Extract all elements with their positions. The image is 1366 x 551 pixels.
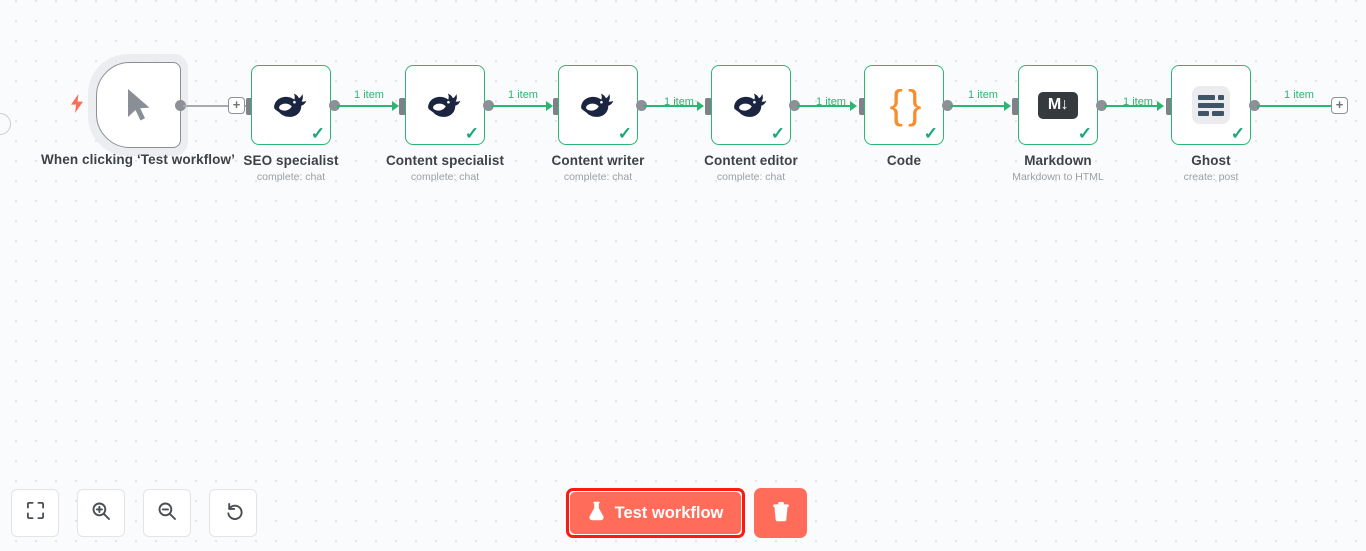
code-braces-icon: { } — [889, 83, 922, 127]
ghost-post-icon — [1188, 82, 1234, 128]
trigger-caption: When clicking ‘Test workflow’ — [41, 152, 235, 167]
connector-label: 1 item — [816, 96, 846, 108]
fit-screen-icon — [26, 501, 45, 525]
node-success-check: ✓ — [310, 124, 325, 143]
caption-seo-specialist: SEO specialist complete: chat — [243, 153, 338, 183]
reset-zoom-button[interactable] — [209, 489, 257, 537]
code-input-endpoint[interactable] — [859, 98, 866, 115]
connector-label: 1 item — [354, 89, 384, 101]
content-specialist-output-endpoint[interactable] — [483, 100, 494, 111]
node-title: Ghost — [1191, 153, 1231, 168]
markdown-output-endpoint[interactable] — [1096, 100, 1107, 111]
deepseek-whale-icon — [728, 82, 774, 128]
cursor-arrow-icon — [116, 82, 162, 128]
node-content-editor[interactable]: ✓ — [711, 65, 791, 145]
connector-content-specialist-to-writer[interactable] — [491, 105, 550, 107]
connector-writer-to-editor[interactable] — [644, 105, 700, 107]
content-editor-output-endpoint[interactable] — [789, 100, 800, 111]
test-workflow-label: Test workflow — [614, 503, 724, 522]
connector-label: 1 item — [1284, 89, 1314, 101]
node-title: Content editor — [704, 153, 798, 168]
connector-label: 1 item — [1123, 96, 1153, 108]
caption-content-writer: Content writer complete: chat — [552, 153, 645, 183]
caption-content-editor: Content editor complete: chat — [704, 153, 798, 183]
node-success-check: ✓ — [923, 124, 938, 143]
trigger-output-endpoint[interactable] — [175, 100, 186, 111]
ghost-output-endpoint[interactable] — [1249, 100, 1260, 111]
node-markdown[interactable]: M↓ ✓ — [1018, 65, 1098, 145]
node-subtitle: complete: chat — [256, 171, 326, 183]
markdown-input-endpoint[interactable] — [1012, 98, 1019, 115]
connector-editor-to-code[interactable] — [797, 105, 854, 107]
content-writer-output-endpoint[interactable] — [636, 100, 647, 111]
node-subtitle: complete: chat — [563, 171, 633, 183]
seo-input-endpoint[interactable] — [246, 98, 253, 115]
connector-markdown-to-ghost[interactable] — [1104, 105, 1161, 107]
connector-arrow — [1157, 101, 1164, 111]
caption-content-specialist: Content specialist complete: chat — [386, 153, 504, 183]
deepseek-whale-icon — [575, 82, 621, 128]
connector-arrow — [392, 101, 399, 111]
node-success-check: ✓ — [1077, 124, 1092, 143]
connector-label: 1 item — [508, 89, 538, 101]
connector-label: 1 item — [664, 96, 694, 108]
node-subtitle: complete: chat — [410, 171, 480, 183]
node-title: SEO specialist — [243, 153, 339, 168]
content-writer-input-endpoint[interactable] — [553, 98, 560, 115]
node-ghost[interactable]: ✓ — [1171, 65, 1251, 145]
seo-output-endpoint[interactable] — [329, 100, 340, 111]
trigger-node[interactable] — [96, 62, 181, 148]
node-subtitle: Markdown to HTML — [1012, 171, 1104, 183]
node-title: Markdown — [1024, 153, 1092, 168]
markdown-icon: M↓ — [1035, 82, 1081, 128]
connector-trigger-to-seo[interactable] — [183, 105, 251, 107]
code-output-endpoint[interactable] — [942, 100, 953, 111]
add-node-button-1[interactable]: + — [228, 97, 245, 114]
node-title: Content specialist — [385, 153, 505, 168]
zoom-out-button[interactable] — [143, 489, 191, 537]
flask-icon — [588, 501, 605, 526]
node-title: Code — [886, 153, 922, 168]
test-workflow-highlight-box — [566, 488, 745, 538]
caption-markdown: Markdown Markdown to HTML — [1012, 153, 1104, 183]
trigger-title: When clicking ‘Test workflow’ — [41, 152, 235, 167]
node-subtitle: create: post — [1183, 171, 1239, 183]
connector-seo-to-content-specialist[interactable] — [337, 105, 396, 107]
connector-arrow — [697, 101, 704, 111]
connector-code-to-markdown[interactable] — [950, 105, 1008, 107]
content-specialist-input-endpoint[interactable] — [399, 98, 406, 115]
node-success-check: ✓ — [464, 124, 479, 143]
content-editor-input-endpoint[interactable] — [705, 98, 712, 115]
caption-code: Code — [887, 153, 921, 171]
caption-ghost: Ghost create: post — [1184, 153, 1239, 183]
ghost-input-endpoint[interactable] — [1166, 98, 1173, 115]
node-success-check: ✓ — [617, 124, 632, 143]
node-content-specialist[interactable]: ✓ — [405, 65, 485, 145]
test-workflow-button[interactable]: Test workflow — [570, 492, 741, 534]
zoom-out-icon — [157, 501, 177, 526]
connector-label: 1 item — [968, 89, 998, 101]
fit-to-view-button[interactable] — [11, 489, 59, 537]
delete-execution-button[interactable] — [754, 488, 807, 538]
connector-arrow — [850, 101, 857, 111]
node-seo-specialist[interactable]: ✓ — [251, 65, 331, 145]
deepseek-whale-icon — [422, 82, 468, 128]
node-success-check: ✓ — [770, 124, 785, 143]
node-success-check: ✓ — [1230, 124, 1245, 143]
node-code[interactable]: { } ✓ — [864, 65, 944, 145]
undo-arrow-icon — [223, 500, 244, 526]
trash-icon — [771, 501, 791, 526]
zoom-in-icon — [91, 501, 111, 526]
zoom-in-button[interactable] — [77, 489, 125, 537]
connector-ghost-to-add[interactable] — [1257, 105, 1331, 107]
deepseek-whale-icon — [268, 82, 314, 128]
node-subtitle: complete: chat — [716, 171, 786, 183]
add-node-button-2[interactable]: + — [1331, 97, 1348, 114]
node-title: Content writer — [551, 153, 645, 168]
node-content-writer[interactable]: ✓ — [558, 65, 638, 145]
connector-arrow — [546, 101, 553, 111]
lightning-bolt-icon — [70, 94, 84, 116]
connector-arrow — [1004, 101, 1011, 111]
